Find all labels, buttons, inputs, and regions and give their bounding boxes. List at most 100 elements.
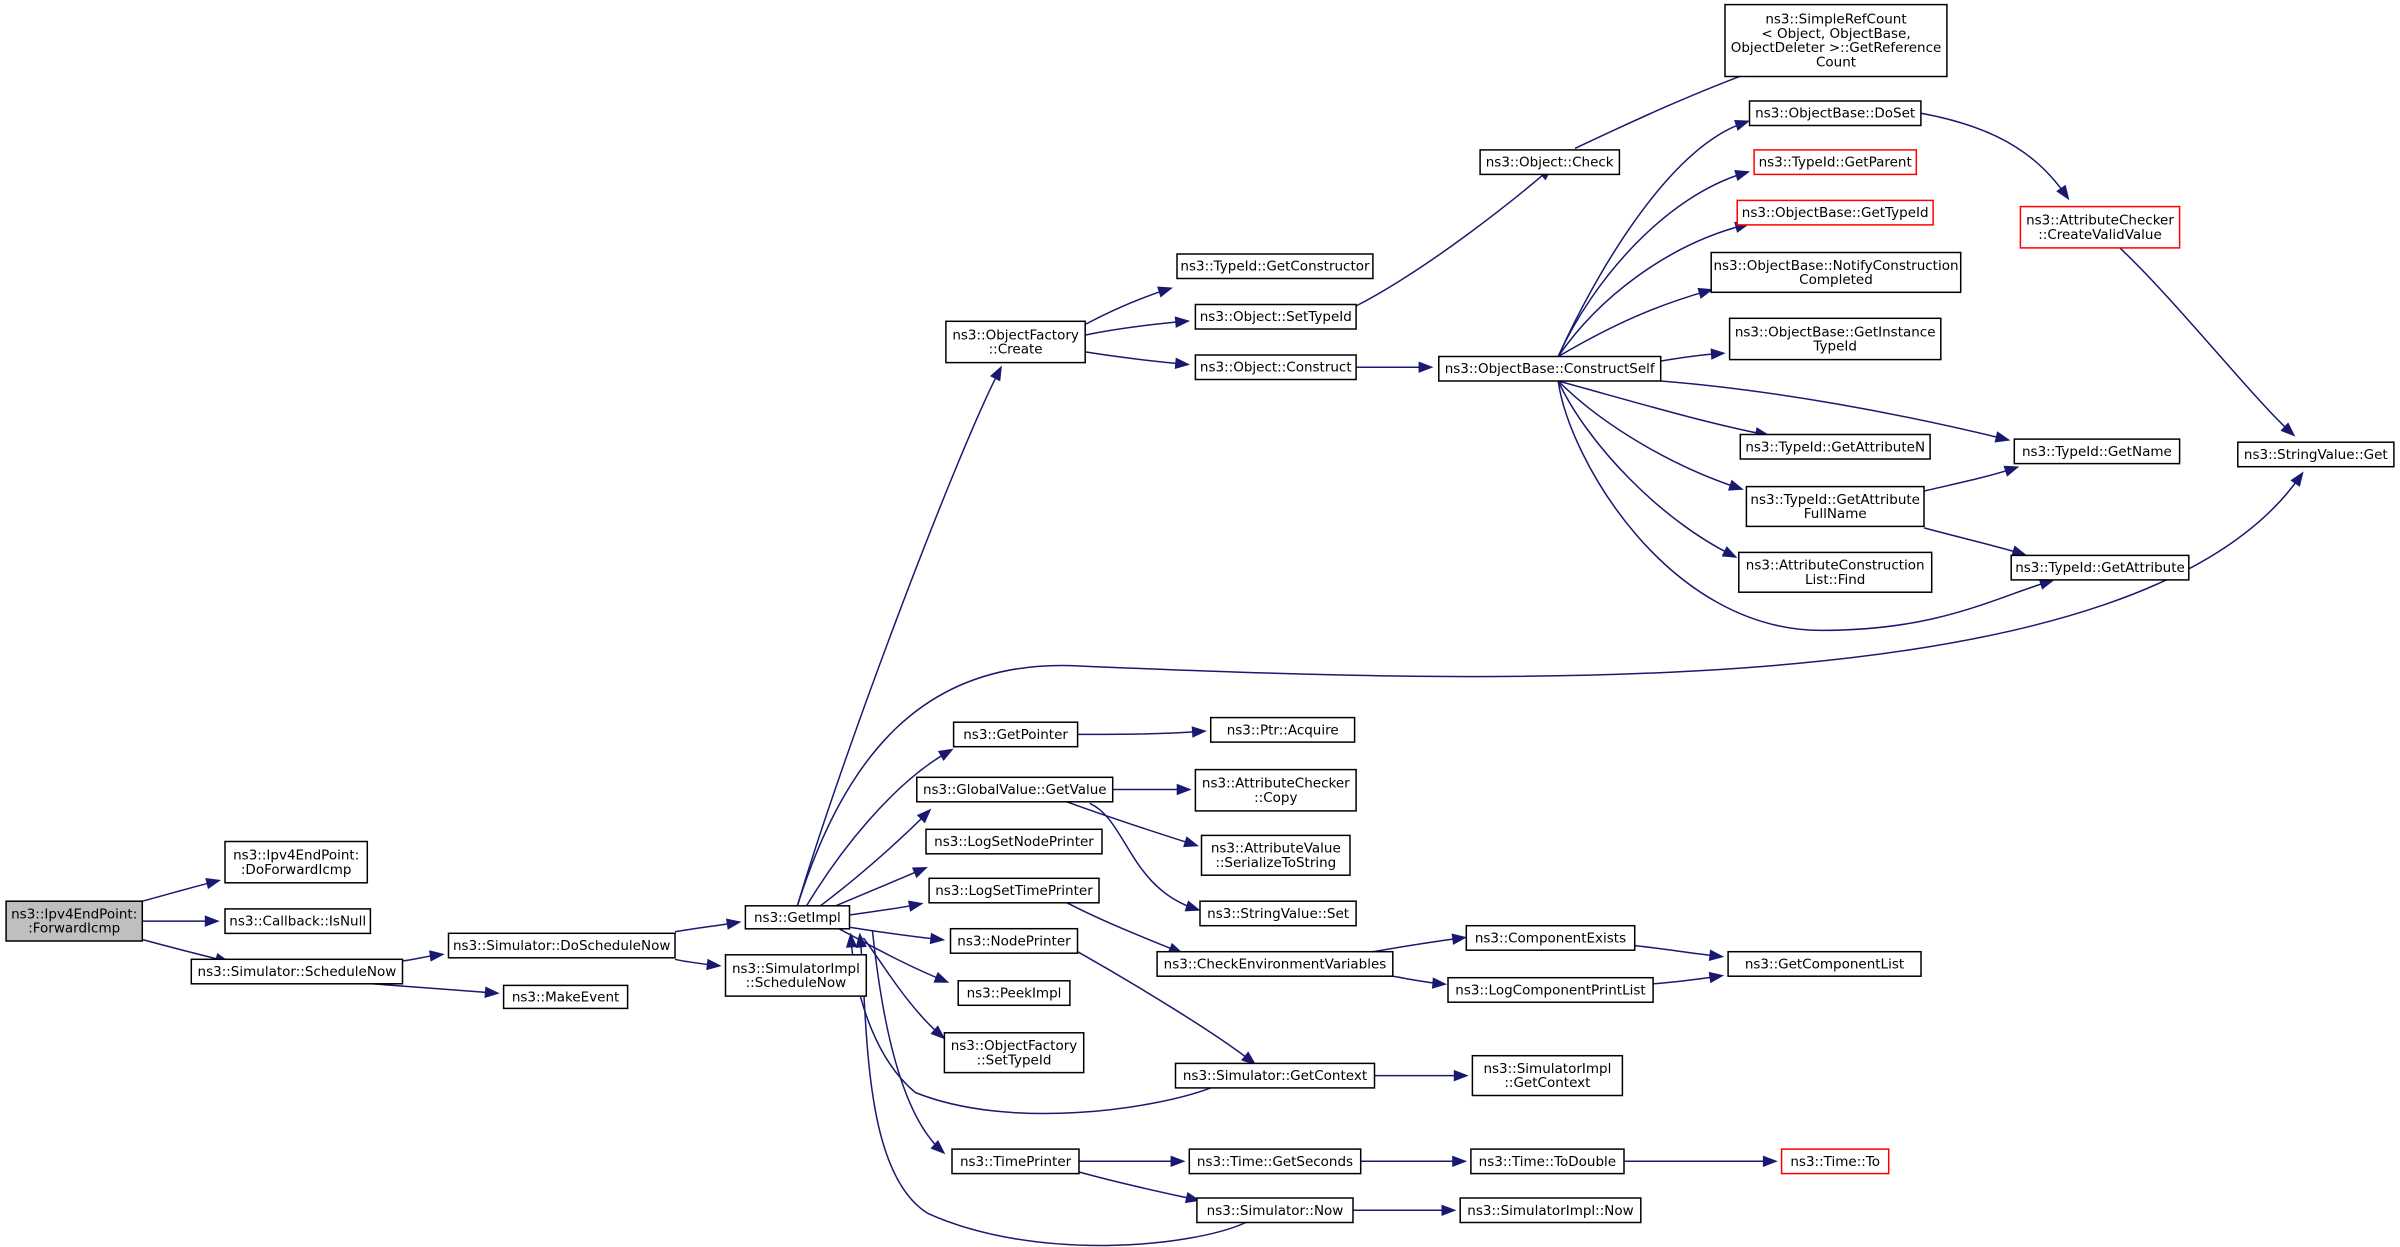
edge-getimpl-to-timeprinter [871,930,946,1155]
edge-objbase_constructself-to-objbase_doset [1557,119,1751,357]
node-ptr-acquire[interactable]: ns3::Ptr::Acquire [1209,716,1356,743]
node-label: ::SerializeToString [1215,855,1336,871]
node-box [1194,768,1357,812]
edge-objbase_constructself-to-objbase_getinstance [1660,348,1726,362]
node-objfactory-create[interactable]: ns3::ObjectFactory::Create [945,320,1086,364]
node-typeid-getattribute[interactable]: ns3::TypeId::GetAttribute [2010,554,2190,581]
node-componentexists[interactable]: ns3::ComponentExists [1465,924,1636,951]
node-sim-getcontext[interactable]: ns3::Simulator::GetContext [1174,1062,1376,1089]
node-label: ns3::SimulatorImpl [732,961,860,977]
node-label: ::GetContext [1504,1075,1590,1091]
node-attrvalue-serialize[interactable]: ns3::AttributeValue::SerializeToString [1200,834,1351,876]
node-callback-isnull[interactable]: ns3::Callback::IsNull [224,908,372,935]
node-globalvalue-getvalue[interactable]: ns3::GlobalValue::GetValue [916,776,1114,803]
edge-objbase_doset-to-attrchecker_createvalid [1920,112,2070,201]
node-do-forward-icmp[interactable]: ns3::Ipv4EndPoint::DoForwardIcmp [224,840,369,884]
edge-globalvalue_getvalue-to-attrvalue_serialize [1066,801,1200,848]
edge-getimpl-to-stringvalue_get [796,471,2304,907]
node-stringvalue-set[interactable]: ns3::StringValue::Set [1199,900,1357,927]
edge-line [142,880,216,902]
edge-forward_icmp-to-callback_isnull [142,915,220,927]
edge-object_construct-to-objbase_constructself [1356,361,1434,373]
node-label: ns3::TimePrinter [960,1154,1072,1170]
node-object-check[interactable]: ns3::Object::Check [1479,149,1621,176]
arrowhead [1697,287,1714,299]
node-attrchecker-createvalid[interactable]: ns3::AttributeChecker::CreateValidValue [2019,205,2181,249]
node-objbase-gettypeid[interactable]: ns3::ObjectBase::GetTypeId [1736,199,1934,226]
arrowhead [845,932,858,948]
node-label: ns3::AttributeChecker [1202,776,1350,792]
node-object-construct[interactable]: ns3::Object::Construct [1194,354,1357,381]
node-objbase-doset[interactable]: ns3::ObjectBase::DoSet [1748,100,1922,127]
node-simimpl-schedulenow[interactable]: ns3::SimulatorImpl::ScheduleNow [724,954,868,997]
node-logcomponentprintlist[interactable]: ns3::LogComponentPrintList [1447,976,1654,1003]
node-label: List::Find [1805,572,1865,588]
node-label: ns3::GlobalValue::GetValue [923,782,1107,798]
arrowhead [2003,465,2020,477]
node-typeid-getparent[interactable]: ns3::TypeId::GetParent [1753,149,1918,176]
node-label: ns3::TypeId::GetAttributeN [1745,439,1925,455]
edge-line [1089,802,1196,910]
arrowhead [1157,286,1174,298]
node-object-settypeid[interactable]: ns3::Object::SetTypeId [1194,303,1357,330]
arrowhead [1708,949,1725,961]
node-box [1194,354,1357,381]
node-getpointer[interactable]: ns3::GetPointer [952,721,1079,748]
node-label: ::Copy [1254,790,1297,806]
arrowhead [2290,471,2304,487]
node-sim-schedulenow[interactable]: ns3::Simulator::ScheduleNow [190,958,404,985]
arrowhead [1441,1204,1457,1217]
edge-line [849,926,940,941]
node-logsettimeprinter[interactable]: ns3::LogSetTimePrinter [928,877,1100,904]
node-attrchecker-copy[interactable]: ns3::AttributeChecker::Copy [1194,768,1357,812]
node-stringvalue-get[interactable]: ns3::StringValue::Get [2237,441,2395,468]
node-logsetnodeprinter[interactable]: ns3::LogSetNodePrinter [925,828,1103,855]
node-label: ns3::Simulator::DoScheduleNow [453,938,670,954]
edge-getimpl-to-peekimpl [838,928,950,983]
node-peekimpl[interactable]: ns3::PeekImpl [957,980,1071,1007]
node-label: ns3::SimpleRefCount [1765,12,1906,28]
node-getcomponentlist[interactable]: ns3::GetComponentList [1727,950,1922,977]
node-sim-doschedulenow[interactable]: ns3::Simulator::DoScheduleNow [447,932,676,959]
node-nodeprinter[interactable]: ns3::NodePrinter [949,927,1079,954]
edge-getpointer-to-ptr_acquire [1077,726,1207,738]
node-getimpl[interactable]: ns3::GetImpl [744,905,851,930]
arrowhead [1762,1155,1778,1168]
node-objbase-constructself[interactable]: ns3::ObjectBase::ConstructSelf [1438,355,1662,382]
edge-checkenvvars-to-componentexists [1372,933,1468,953]
node-typeid-getconstructor[interactable]: ns3::TypeId::GetConstructor [1176,253,1374,280]
node-simplerefcount[interactable]: ns3::SimpleRefCount< Object, ObjectBase,… [1724,3,1948,78]
node-timeprinter[interactable]: ns3::TimePrinter [951,1148,1080,1175]
node-makeevent[interactable]: ns3::MakeEvent [502,984,629,1010]
node-objfactory-settypeid[interactable]: ns3::ObjectFactory::SetTypeId [943,1032,1085,1074]
node-checkenvvars[interactable]: ns3::CheckEnvironmentVariables [1156,950,1394,977]
node-objbase-notify[interactable]: ns3::ObjectBase::NotifyConstructionCompl… [1710,251,1962,294]
edge-typeid_getattrfullname-to-typeid_getattribute [1923,527,2028,557]
node-time-to[interactable]: ns3::Time::To [1780,1148,1890,1175]
arrowhead [429,950,445,962]
edge-timeprinter-to-sim_now [1078,1171,1201,1204]
arrowhead [1174,357,1191,369]
arrowhead [706,958,722,971]
node-time-todouble[interactable]: ns3::Time::ToDouble [1470,1148,1625,1175]
node-time-getseconds[interactable]: ns3::Time::GetSeconds [1188,1148,1362,1175]
arrowhead [855,932,867,948]
node-typeid-getname[interactable]: ns3::TypeId::GetName [2013,438,2181,465]
node-typeid-getattributen[interactable]: ns3::TypeId::GetAttributeN [1739,433,1931,460]
edge-line [1066,801,1195,846]
edge-getimpl-to-objfactory_create [796,365,1002,907]
node-label: ns3::ObjectBase::NotifyConstruction [1713,258,1958,274]
edge-sim_doschedulenow-to-simimpl_schedulenow [674,958,722,971]
edge-getimpl-to-logsettimeprinter [849,900,924,916]
node-simimpl-now[interactable]: ns3::SimulatorImpl::Now [1459,1197,1642,1224]
edge-timeprinter-to-time_getseconds [1079,1155,1186,1168]
node-sim-now[interactable]: ns3::Simulator::Now [1196,1197,1354,1224]
node-simimpl-getcontext[interactable]: ns3::SimulatorImpl::GetContext [1471,1054,1624,1097]
edge-line [819,811,929,907]
arrowhead [1184,1191,1201,1204]
edge-attrchecker_createvalid-to-stringvalue_get [2119,247,2296,437]
node-label: ns3::GetComponentList [1745,956,1904,972]
